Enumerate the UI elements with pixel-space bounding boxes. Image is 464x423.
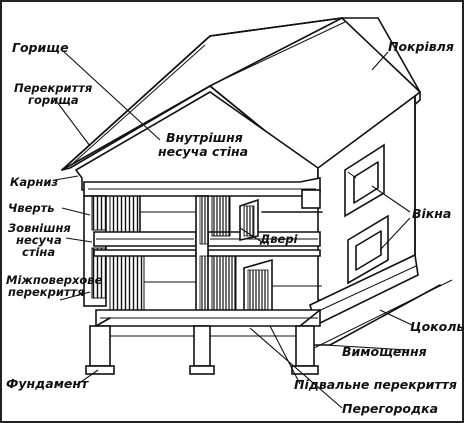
label-attic: Горище xyxy=(12,40,69,55)
label-attic-floor-1: Перекриття xyxy=(14,81,93,95)
label-foundation: Фундамент xyxy=(6,376,89,391)
label-partition: Перегородка xyxy=(342,401,438,416)
label-outer-wall-1: Зовнішня xyxy=(8,221,71,235)
label-roof: Покрівля xyxy=(388,39,454,54)
label-attic-floor-2: горища xyxy=(28,93,79,107)
label-paving: Вимощення xyxy=(342,344,427,359)
label-basement-floor: Підвальне перекриття xyxy=(294,377,457,392)
label-outer-wall-2: несуча xyxy=(16,233,62,247)
label-inner-wall-1: Внутрішня xyxy=(166,130,243,145)
label-outer-wall-3: стіна xyxy=(22,245,55,259)
label-plinth: Цоколь xyxy=(410,319,464,334)
window-upper xyxy=(344,143,385,218)
label-interfloor-1: Міжповерхове xyxy=(6,273,103,287)
roof xyxy=(61,17,422,179)
label-windows: Вікна xyxy=(412,206,451,221)
label-interfloor-2: перекриття xyxy=(8,285,85,299)
upper-right-room xyxy=(211,189,323,241)
label-quarter: Чверть xyxy=(8,201,55,215)
upper-room-back xyxy=(109,195,196,235)
window-lower xyxy=(347,214,389,285)
leader-lines xyxy=(53,49,413,409)
lower-left-room xyxy=(109,255,196,313)
label-cornice: Карниз xyxy=(10,175,58,189)
foundation xyxy=(85,309,321,375)
outer-left-wall xyxy=(83,195,107,307)
label-door: Двері xyxy=(259,232,299,246)
label-inner-wall-2: несуча стіна xyxy=(158,144,248,159)
basement-floor-slab xyxy=(95,309,321,327)
